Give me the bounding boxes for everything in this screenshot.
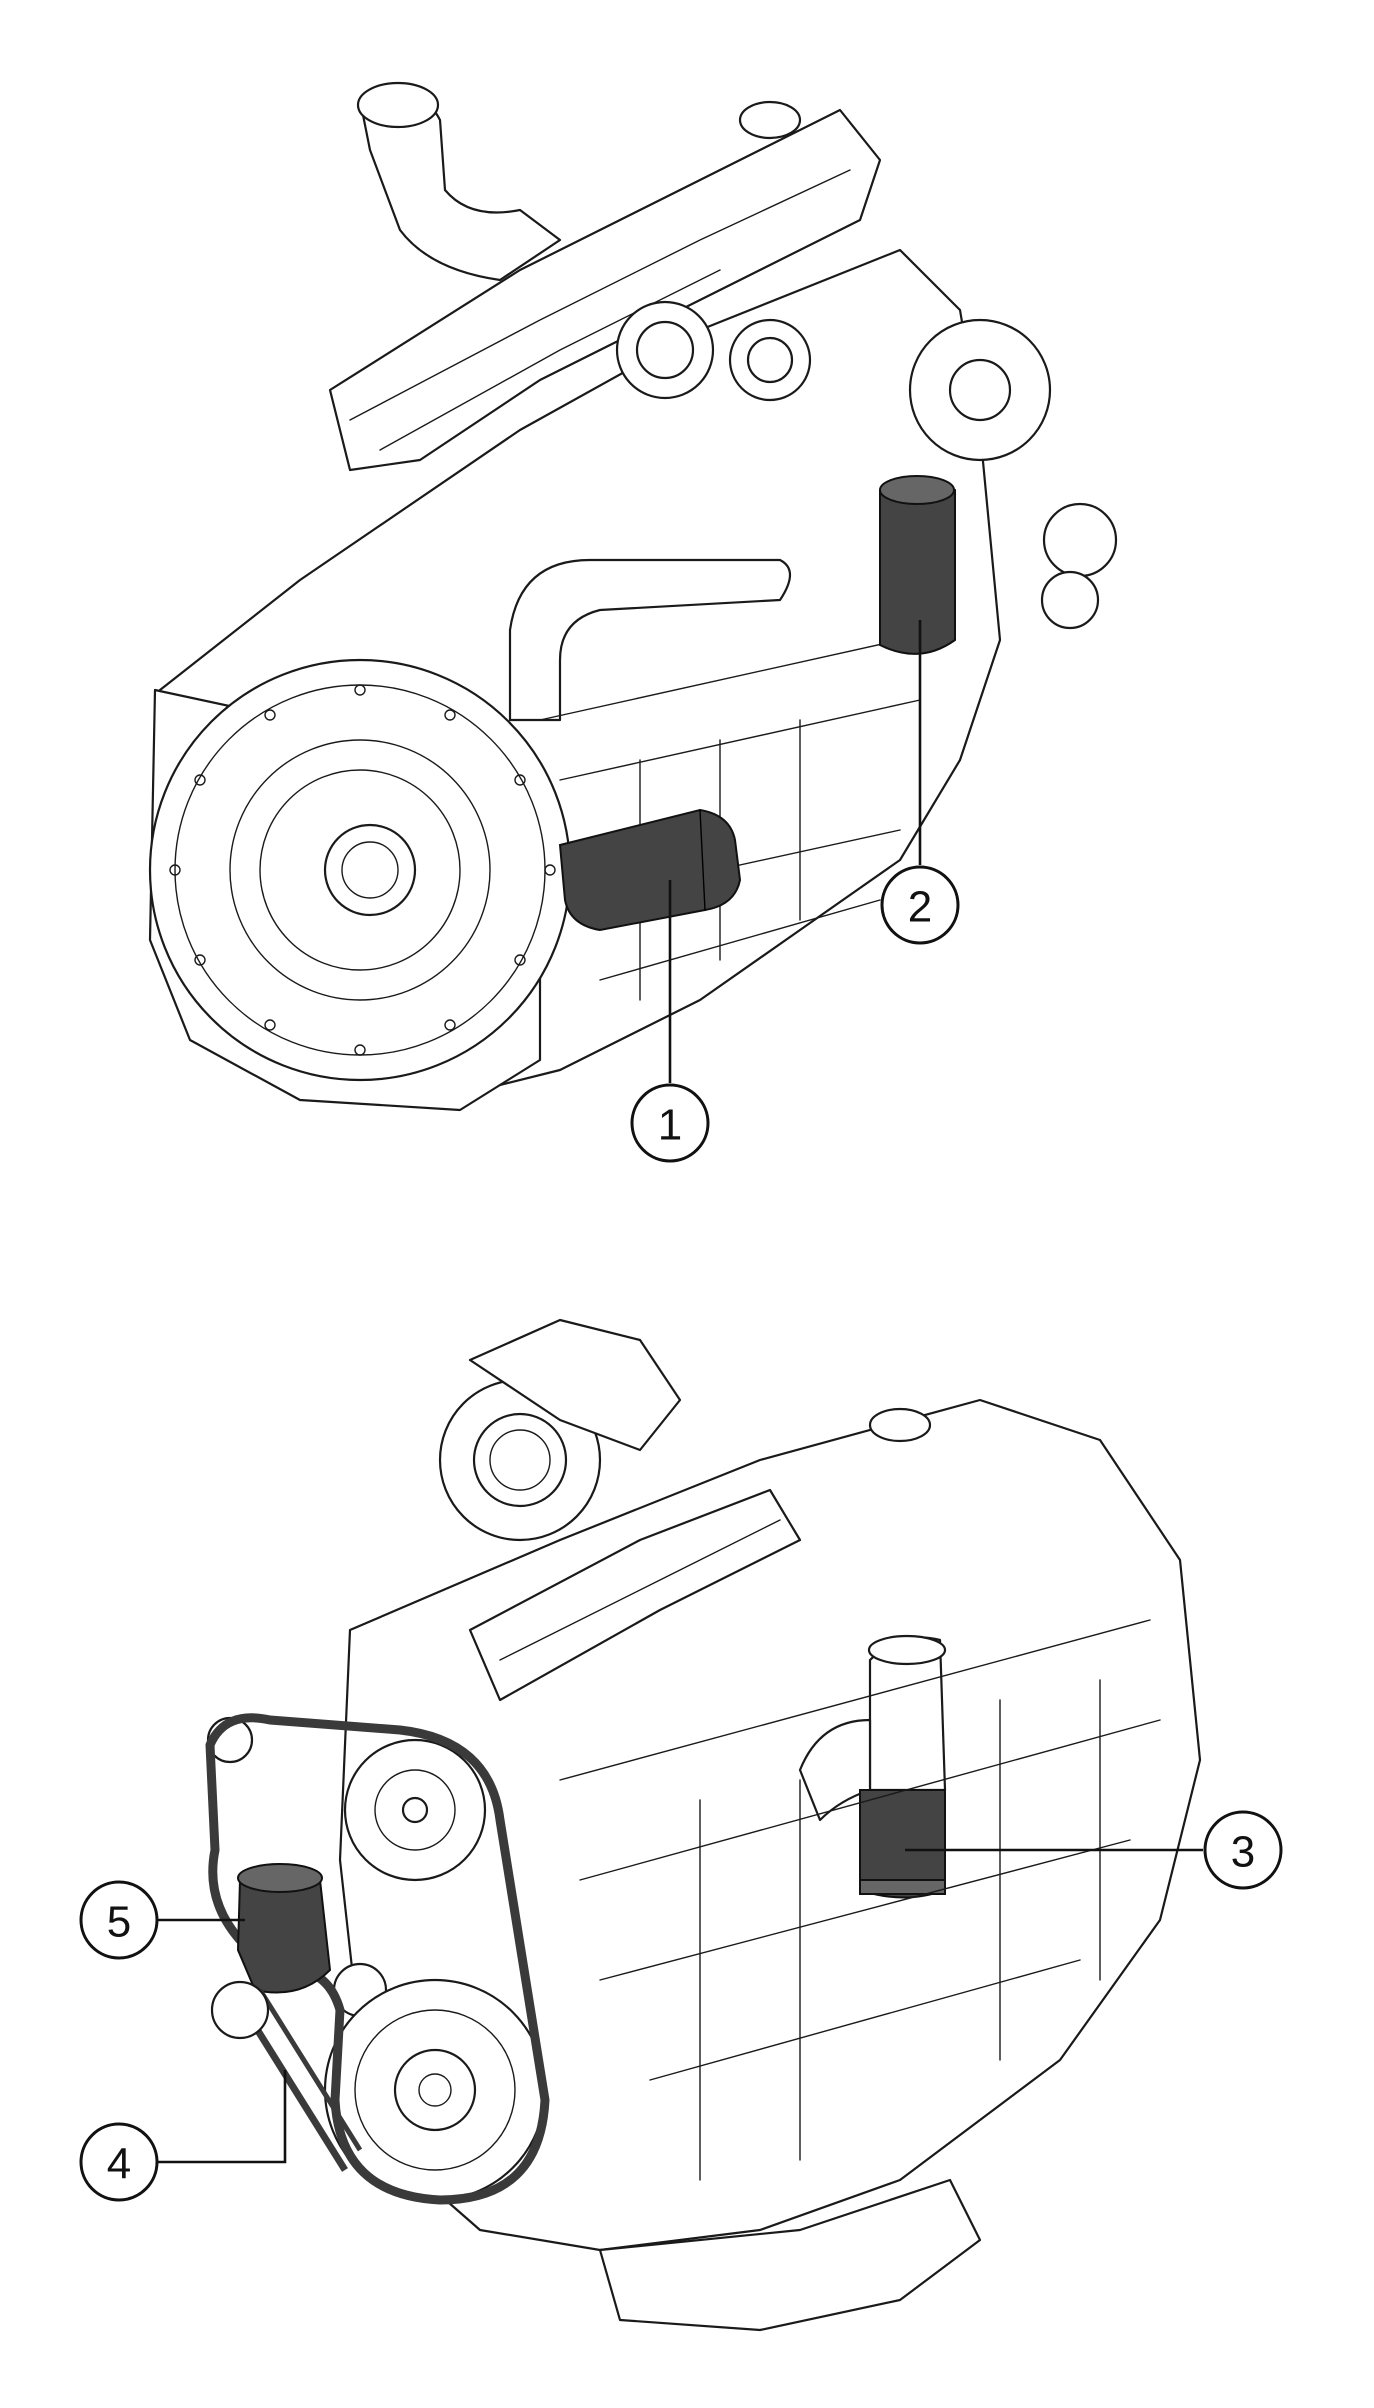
callout-3: 3 — [1203, 1810, 1283, 1890]
callout-4: 4 — [79, 2122, 159, 2202]
oil-filter-part — [879, 475, 956, 655]
starter-motor-part — [558, 808, 742, 932]
callout-5-label: 5 — [107, 1898, 131, 1947]
callout-5: 5 — [79, 1880, 159, 1960]
callout-4-label: 4 — [107, 2140, 131, 2189]
callout-1-label: 1 — [658, 1101, 682, 1150]
callout-2: 2 — [880, 865, 960, 945]
engine-front-view — [205, 1318, 1202, 2332]
fuel-filter-part — [859, 1789, 946, 1899]
engine-rear-view — [148, 81, 1118, 1112]
callout-1: 1 — [630, 1083, 710, 1163]
callout-3-label: 3 — [1231, 1828, 1255, 1877]
alternator-part — [236, 1863, 332, 1994]
leader-lines — [157, 620, 1203, 2164]
callout-2-label: 2 — [908, 883, 932, 932]
